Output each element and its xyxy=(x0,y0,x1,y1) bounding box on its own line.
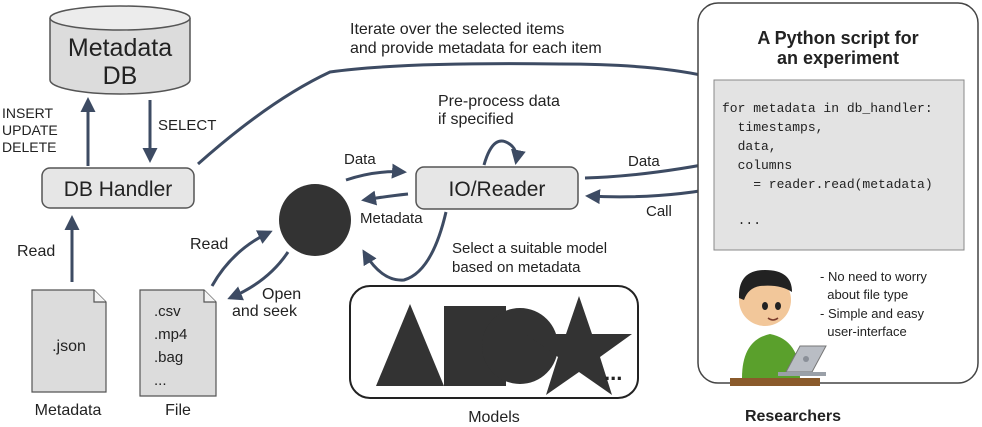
call-label: Call xyxy=(646,203,672,220)
code-line-1: timestamps, xyxy=(722,120,823,135)
metadata-file-caption: Metadata xyxy=(35,402,102,419)
iterate-label-line2: and provide metadata for each item xyxy=(350,40,602,57)
update-label: UPDATE xyxy=(2,122,58,138)
code-line-4: = reader.read(metadata) xyxy=(722,177,933,192)
and-seek-label: and seek xyxy=(232,303,298,320)
file-ext-0: .csv xyxy=(154,303,181,320)
select-model-label-line1: Select a suitable model xyxy=(452,240,607,257)
iterate-label-line1: Iterate over the selected items xyxy=(350,21,564,38)
code-line-2: data, xyxy=(722,139,777,154)
metadata-db-node: Metadata DB xyxy=(49,5,191,95)
read-file-arrow xyxy=(210,230,273,287)
metadata-out-label: Metadata xyxy=(360,210,423,227)
note-line-3: user-interface xyxy=(820,324,907,339)
select-model-arrow xyxy=(362,211,448,282)
read-db-label: Read xyxy=(17,243,55,260)
open-label: Open xyxy=(262,286,301,303)
insert-label: INSERT xyxy=(2,105,54,121)
db-handler-node: DB Handler xyxy=(41,167,195,209)
code-block xyxy=(713,79,965,251)
star-model-shape xyxy=(526,296,632,395)
researcher-illustration xyxy=(730,270,827,386)
read-file-label: Read xyxy=(190,236,228,253)
researchers-caption: Researchers xyxy=(745,408,841,425)
script-title-line2: an experiment xyxy=(777,48,899,68)
file-caption: File xyxy=(165,402,191,419)
metadata-file-icon: .json xyxy=(31,289,107,393)
file-ext-3: ... xyxy=(154,372,167,389)
note-line-2: - Simple and easy xyxy=(820,306,925,321)
preprocess-label-line1: Pre-process data xyxy=(438,93,560,110)
io-reader-label: IO/Reader xyxy=(449,178,546,201)
select-label: SELECT xyxy=(158,117,216,134)
models-caption: Models xyxy=(468,409,520,426)
preprocess-label-line2: if specified xyxy=(438,111,514,128)
note-line-0: - No need to worry xyxy=(820,269,927,284)
code-line-3: columns xyxy=(722,158,792,173)
note-line-1: about file type xyxy=(820,287,908,302)
models-more: ... xyxy=(604,360,622,385)
data-in-label: Data xyxy=(344,151,376,168)
data-script-label: Data xyxy=(628,153,660,170)
code-line-0: for metadata in db_handler: xyxy=(722,101,933,116)
script-panel: A Python script for an experiment for me… xyxy=(697,2,979,386)
file-ext-1: .mp4 xyxy=(154,326,187,343)
data-to-reader-arrow xyxy=(345,163,407,182)
data-file-icon: .csv .mp4 .bag ... xyxy=(139,289,217,397)
select-model-label-line2: based on metadata xyxy=(452,259,581,276)
db-handler-label: DB Handler xyxy=(64,178,173,201)
model-instance-circle xyxy=(279,184,351,256)
preprocess-loop-arrow xyxy=(482,139,526,166)
code-line-6: ... xyxy=(722,213,761,228)
metadata-to-model-arrow xyxy=(361,190,409,206)
io-reader-node: IO/Reader xyxy=(415,166,579,210)
triangle-model-shape xyxy=(376,304,444,386)
models-box: ... xyxy=(349,285,639,399)
circle-model-shape xyxy=(482,308,558,384)
db-label-line1: Metadata xyxy=(68,34,172,62)
open-seek-arrow xyxy=(227,251,290,301)
iterate-arrow xyxy=(197,62,755,166)
metadata-file-ext: .json xyxy=(52,338,86,355)
file-ext-2: .bag xyxy=(154,349,183,366)
db-label-line2: DB xyxy=(103,62,138,90)
delete-label: DELETE xyxy=(2,139,56,155)
script-title-line1: A Python script for xyxy=(757,28,918,48)
